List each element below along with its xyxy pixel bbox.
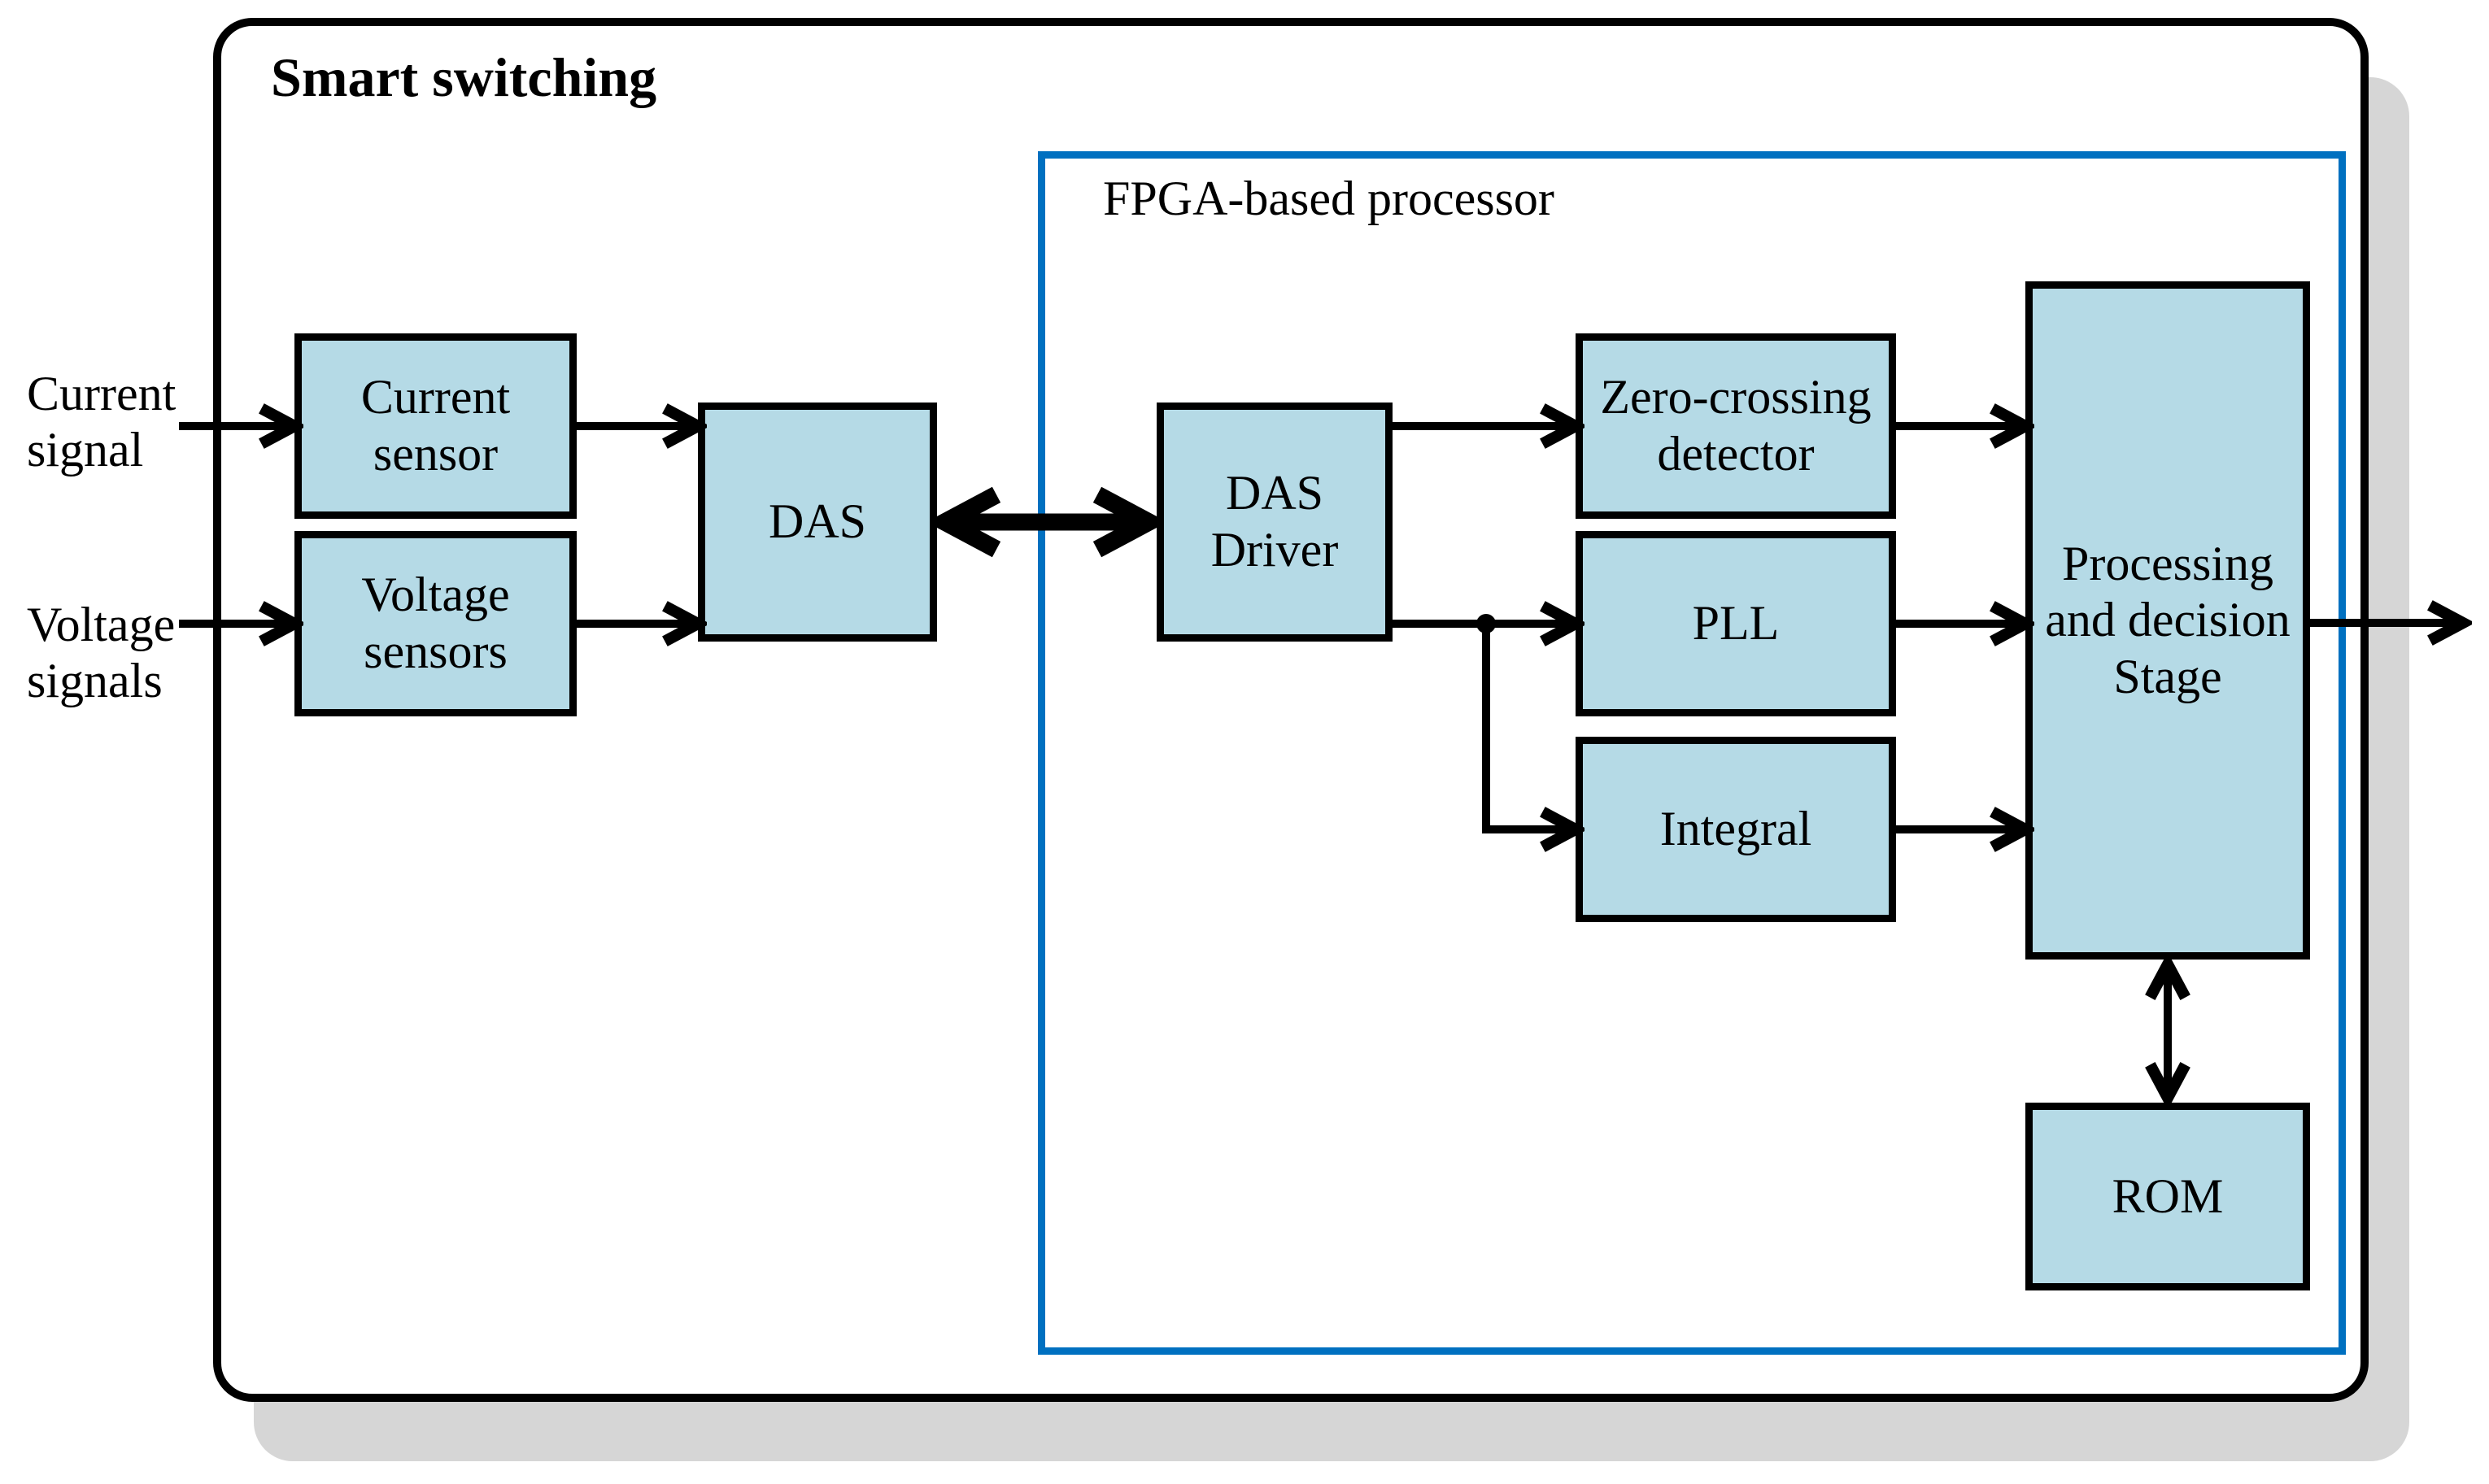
pll-block: PLL bbox=[1576, 531, 1896, 716]
das-block: DAS bbox=[698, 403, 937, 642]
current-signal-input-label: Current signal bbox=[27, 367, 177, 477]
voltage-signals-input-label: Voltage signals bbox=[27, 598, 176, 707]
zero-crossing-detector-block: Zero-crossing detector bbox=[1576, 333, 1896, 519]
smart-switching-container bbox=[213, 18, 2369, 1402]
fpga-processor-label: FPGA-based processor bbox=[1103, 172, 1554, 225]
rom-block: ROM bbox=[2025, 1103, 2310, 1290]
current-sensor-block: Current sensor bbox=[294, 333, 577, 519]
fpga-processor-container bbox=[1038, 151, 2346, 1355]
diagram-title: Smart switching bbox=[271, 46, 657, 108]
voltage-sensors-block: Voltage sensors bbox=[294, 531, 577, 716]
integral-block: Integral bbox=[1576, 737, 1896, 922]
das-driver-block: DAS Driver bbox=[1157, 403, 1393, 642]
processing-decision-stage-block: Processing and decision Stage bbox=[2025, 281, 2310, 960]
